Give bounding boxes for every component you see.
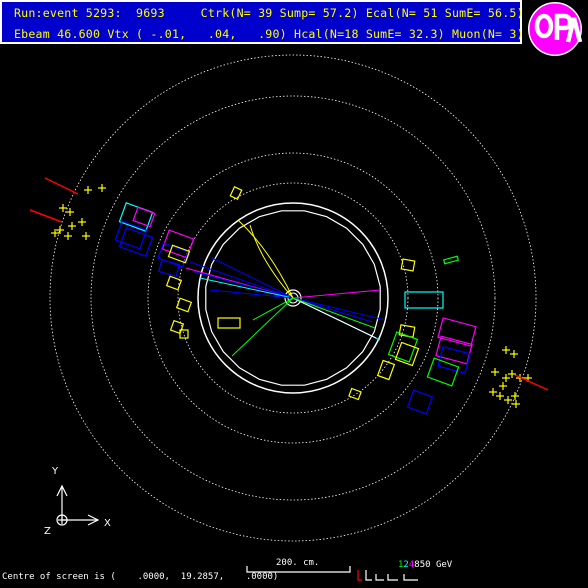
gev-digit-8: 8 bbox=[414, 560, 420, 570]
track bbox=[252, 297, 294, 321]
cal-block bbox=[179, 329, 189, 339]
axis-label-y: Y bbox=[52, 466, 59, 477]
cal-block bbox=[426, 357, 460, 387]
track bbox=[189, 261, 294, 299]
cal-block bbox=[376, 359, 396, 381]
gev-legend-label: 124850 GeV bbox=[398, 560, 452, 570]
track bbox=[292, 289, 381, 299]
track bbox=[199, 277, 294, 299]
cal-block bbox=[217, 317, 241, 329]
track bbox=[292, 297, 373, 323]
muon-arrow bbox=[44, 177, 79, 195]
cal-block bbox=[118, 227, 154, 257]
axis-triad bbox=[56, 484, 100, 526]
cal-block bbox=[229, 185, 243, 201]
track bbox=[292, 297, 386, 321]
ring-ecal-outer bbox=[147, 152, 439, 444]
cal-block bbox=[118, 202, 154, 232]
cal-block bbox=[167, 244, 191, 264]
tracks bbox=[185, 219, 386, 357]
muon-arrow bbox=[514, 374, 549, 391]
track bbox=[211, 257, 294, 299]
cal-block bbox=[165, 275, 183, 291]
ecal-hits-right bbox=[348, 255, 477, 415]
axis-label-z: Z bbox=[44, 526, 51, 537]
cal-block bbox=[387, 331, 419, 363]
cal-block bbox=[400, 258, 416, 272]
outer-ring-muon bbox=[49, 54, 537, 542]
cal-block bbox=[404, 291, 444, 309]
gev-unit: GeV bbox=[430, 560, 453, 570]
cal-block bbox=[394, 341, 420, 367]
gev-digit-2: 2 bbox=[403, 560, 409, 570]
track bbox=[237, 219, 294, 299]
centre-of-screen: Centre of screen is ( .0000, 19.2857, .0… bbox=[2, 572, 279, 582]
gev-digit-50: 50 bbox=[419, 560, 431, 570]
opal-logo bbox=[528, 2, 583, 56]
jet-chamber-polygon bbox=[205, 210, 381, 386]
energy-legend bbox=[357, 570, 418, 581]
ecal-hits-left bbox=[114, 185, 243, 339]
cal-block bbox=[348, 387, 362, 401]
muon-arrow bbox=[29, 209, 63, 223]
track bbox=[249, 224, 294, 299]
scale-label: 200. cm. bbox=[276, 558, 320, 568]
axis-label-x: X bbox=[104, 518, 111, 529]
track bbox=[194, 271, 294, 299]
muon-hits bbox=[51, 184, 532, 408]
gev-digit-1: 1 bbox=[398, 560, 404, 570]
event-info-header: Run:event 5293: 9693 Ctrk(N= 39 Sump= 57… bbox=[0, 0, 524, 44]
event-info-line2: Ebeam 46.600 Vtx ( -.01, .04, .90) Hcal(… bbox=[14, 27, 524, 41]
jet-chamber-boundary bbox=[197, 202, 389, 394]
cal-block bbox=[406, 389, 434, 415]
gev-digit-4: 4 bbox=[408, 560, 415, 570]
event-info-line1: Run:event 5293: 9693 Ctrk(N= 39 Sump= 57… bbox=[14, 6, 524, 20]
beam-pipe bbox=[284, 289, 302, 307]
cal-block bbox=[158, 259, 180, 277]
cal-block bbox=[132, 206, 156, 228]
scale-bar bbox=[246, 566, 351, 573]
track bbox=[292, 297, 376, 329]
cal-block bbox=[442, 255, 460, 265]
cal-block bbox=[161, 229, 195, 259]
cal-block bbox=[169, 319, 185, 335]
cal-block bbox=[175, 297, 193, 313]
ring-ecal-inner bbox=[177, 182, 409, 414]
cal-block bbox=[114, 220, 148, 250]
muon-tracks bbox=[29, 177, 549, 391]
track bbox=[209, 289, 294, 299]
cal-block bbox=[437, 345, 471, 375]
outer-ring-hcal bbox=[90, 95, 496, 501]
track bbox=[231, 297, 294, 357]
track bbox=[292, 297, 377, 339]
cal-block bbox=[437, 317, 477, 347]
